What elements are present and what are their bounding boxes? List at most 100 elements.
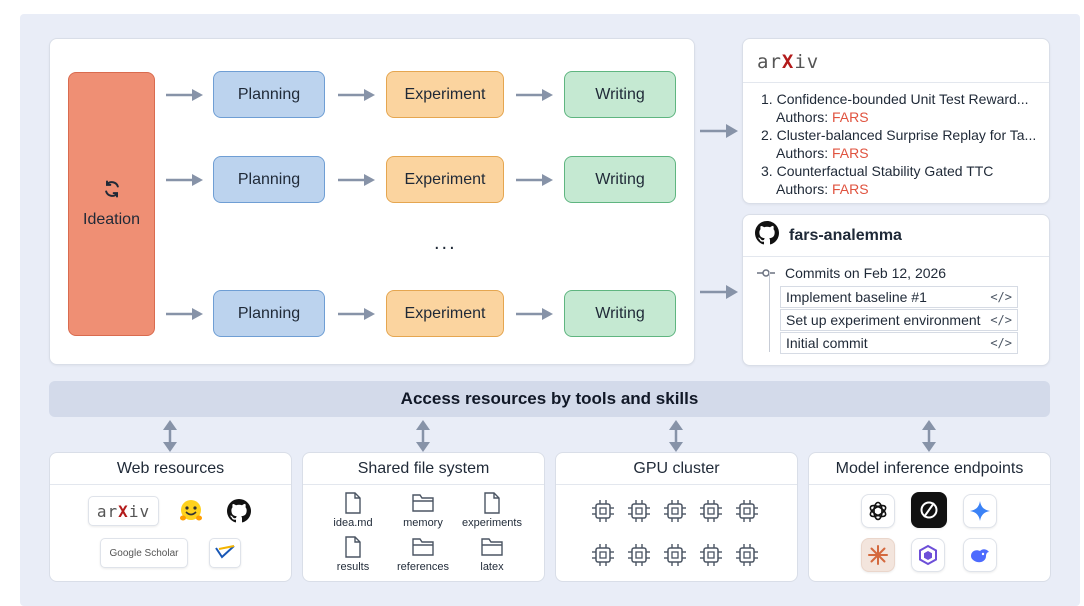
arrow-right-icon [166, 308, 203, 320]
code-icon[interactable]: </> [990, 290, 1012, 304]
file-name: idea.md [333, 517, 373, 529]
file-item[interactable]: results [318, 536, 388, 573]
arrow-right-icon [338, 89, 375, 101]
experiment-box-2: Experiment [386, 156, 504, 203]
authors-value: FARS [832, 180, 869, 197]
experiment-box-1: Experiment [386, 71, 504, 118]
web-resources-title: Web resources [50, 453, 291, 485]
authors-value: FARS [832, 108, 869, 125]
github-icon [755, 221, 779, 250]
paper-number: 2. [761, 127, 773, 143]
planning-box-3: Planning [213, 290, 325, 337]
file-item[interactable]: experiments [457, 492, 527, 529]
gpu-chip-icon [628, 544, 650, 566]
perplexity-icon[interactable] [911, 492, 947, 528]
commit-message: Implement baseline #1 [786, 289, 927, 305]
paper-title: Confidence-bounded Unit Test Reward... [776, 91, 1029, 107]
commit-item[interactable]: Initial commit </> [780, 332, 1018, 354]
gpu-chip-icon [664, 500, 686, 522]
folder-item[interactable]: references [388, 536, 458, 573]
commit-message: Set up experiment environment [786, 312, 981, 328]
folder-name: latex [480, 561, 504, 573]
commit-item[interactable]: Implement baseline #1 </> [780, 286, 1018, 308]
ellipsis: ... [434, 232, 457, 254]
commit-item[interactable]: Set up experiment environment </> [780, 309, 1018, 331]
google-scholar-label: Google Scholar [109, 547, 179, 559]
planning-box-2: Planning [213, 156, 325, 203]
openai-icon[interactable] [861, 494, 895, 528]
repo-name[interactable]: fars-analemma [789, 226, 902, 244]
file-icon [345, 492, 361, 514]
ideation-label: Ideation [83, 211, 140, 228]
arxiv-logo-icon: arXiv [757, 51, 820, 73]
authors-label: Authors: [776, 180, 829, 197]
folder-name: memory [403, 517, 443, 529]
gpu-chip-icon [700, 500, 722, 522]
gpu-chip-icon [664, 544, 686, 566]
file-name: results [336, 561, 370, 573]
authors-label: Authors: [776, 108, 829, 125]
paper-title: Counterfactual Stability Gated TTC [776, 163, 994, 179]
access-resources-bar: Access resources by tools and skills [49, 381, 1050, 417]
paper-item[interactable]: 3. Counterfactual Stability Gated TTC Au… [761, 163, 1049, 198]
file-item[interactable]: idea.md [318, 492, 388, 529]
arxiv-papers-card: arXiv 1. Confidence-bounded Unit Test Re… [742, 38, 1050, 204]
folder-item[interactable]: memory [388, 492, 458, 529]
arrow-right-icon [516, 89, 553, 101]
deepseek-icon[interactable] [963, 538, 997, 572]
arrow-right-icon [516, 308, 553, 320]
shared-file-system-title: Shared file system [303, 453, 544, 485]
folder-icon [412, 538, 434, 556]
arrow-to-github-icon [700, 285, 738, 299]
arrow-right-icon [166, 89, 203, 101]
paper-title: Cluster-balanced Surprise Replay for Ta.… [776, 127, 1037, 143]
arrow-right-icon [338, 308, 375, 320]
gpu-chip-icon [736, 544, 758, 566]
planning-box-1: Planning [213, 71, 325, 118]
paper-item[interactable]: 2. Cluster-balanced Surprise Replay for … [761, 127, 1049, 162]
huggingface-icon[interactable] [178, 498, 204, 524]
commit-message: Initial commit [786, 335, 868, 351]
file-icon [484, 492, 500, 514]
gpu-chip-icon [592, 500, 614, 522]
commits-header: Commits on Feb 12, 2026 [757, 265, 946, 281]
commits-date: Commits on Feb 12, 2026 [785, 265, 947, 281]
gpu-chip-icon [700, 544, 722, 566]
gpu-chip-icon [736, 500, 758, 522]
qwen-icon[interactable] [911, 538, 945, 572]
semantic-scholar-icon[interactable] [209, 538, 241, 568]
bidirectional-arrow-icon [163, 420, 177, 452]
writing-box-2: Writing [564, 156, 676, 203]
arxiv-icon[interactable]: arXiv [88, 496, 159, 526]
github-icon[interactable] [227, 499, 251, 523]
experiment-box-3: Experiment [386, 290, 504, 337]
code-icon[interactable]: </> [990, 313, 1012, 327]
gpu-cluster-title: GPU cluster [556, 453, 797, 485]
paper-list: 1. Confidence-bounded Unit Test Reward..… [743, 83, 1049, 198]
folder-icon [412, 494, 434, 512]
claude-icon[interactable] [861, 538, 895, 572]
paper-item[interactable]: 1. Confidence-bounded Unit Test Reward..… [761, 91, 1049, 126]
arrow-to-arxiv-icon [700, 124, 738, 138]
model-endpoints-title: Model inference endpoints [809, 453, 1050, 485]
bidirectional-arrow-icon [922, 420, 936, 452]
code-icon[interactable]: </> [990, 336, 1012, 350]
folder-name: references [397, 561, 449, 573]
commit-timeline [769, 272, 770, 352]
writing-box-3: Writing [564, 290, 676, 337]
gemini-icon[interactable] [963, 494, 997, 528]
refresh-icon [102, 179, 122, 205]
paper-number: 3. [761, 163, 773, 179]
arrow-right-icon [166, 174, 203, 186]
arrow-right-icon [338, 174, 375, 186]
arxiv-card-header: arXiv [743, 39, 1049, 83]
gpu-chip-icon [628, 500, 650, 522]
commit-icon [757, 269, 775, 277]
paper-number: 1. [761, 91, 773, 107]
folder-item[interactable]: latex [457, 536, 527, 573]
writing-box-1: Writing [564, 71, 676, 118]
gpu-chip-icon [592, 544, 614, 566]
arrow-right-icon [516, 174, 553, 186]
ideation-box: Ideation [68, 72, 155, 336]
google-scholar-icon[interactable]: Google Scholar [100, 538, 188, 568]
